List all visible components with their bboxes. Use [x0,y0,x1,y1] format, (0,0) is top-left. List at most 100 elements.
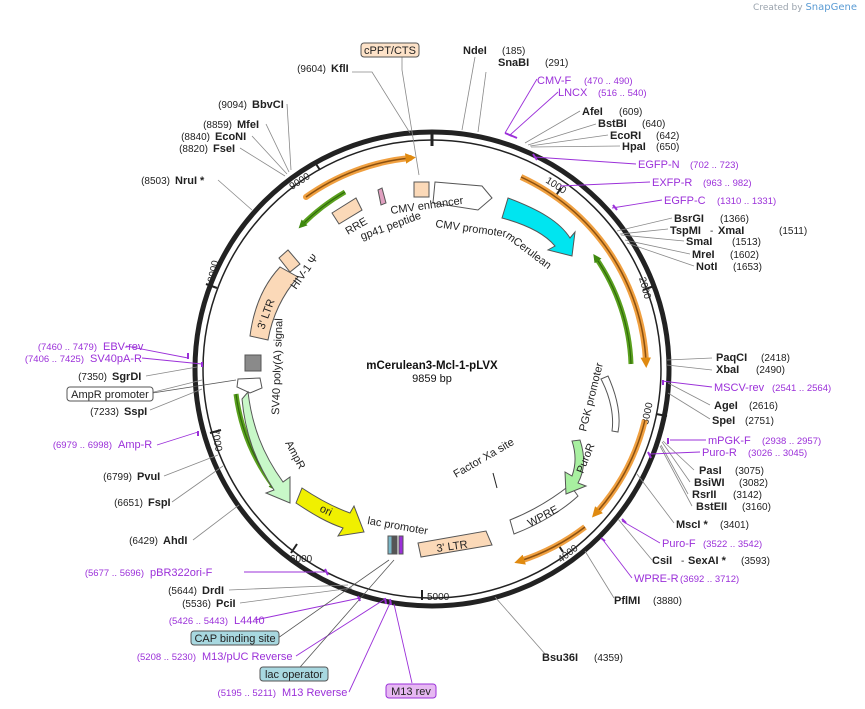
site-name: BbvCI [252,99,284,111]
sites-left: (7350) SgrDI (7233) SspI (6799) PvuI (66… [78,371,235,610]
primer-name: SV40pA-R [90,353,142,365]
primer-range: (2541 .. 2564) [772,383,831,394]
snapgene-logo: SnapGene [805,2,857,13]
cap-site-shape [387,535,393,555]
primer-name: LNCX [558,87,588,99]
primer-name: M13/pUC Reverse [202,651,292,663]
ampr-shape [241,390,291,504]
site-name: AfeI [582,106,603,118]
tick-label: 5000 [427,592,450,603]
primer-range: (3522 .. 3542) [703,539,762,550]
primer-range: (5677 .. 5696) [85,568,144,579]
site-pos: (1513) [732,237,761,248]
site-name: CsiI [652,555,672,567]
site-pos: (8859) [203,120,232,131]
site-pos: (640) [642,119,665,130]
primer-range: (963 .. 982) [703,178,752,189]
primers-right: CMV-F (470 .. 490) LNCX (516 .. 540) EGF… [537,75,831,585]
wpre-shape [509,484,579,535]
site-pos: (3593) [741,556,770,567]
primer-range: (516 .. 540) [598,88,647,99]
site-name: SgrDI [112,371,141,383]
site-pos: (1511) [779,226,807,237]
primer-name: pBR322ori-F [150,567,213,579]
site-name: NotI [696,261,717,273]
tick-label: 8000 [206,259,221,283]
feature-shapes [236,181,620,558]
plasmid-name: mCerulean3-Mcl-1-pLVX [366,360,498,372]
site-name: XbaI [716,364,739,376]
site-pos: (2418) [761,353,790,364]
boxed-labels: cPPT/CTS AmpR promoter CAP binding site … [66,42,437,699]
site-pos: (3401) [720,520,749,531]
primer-range: (5195 .. 5211) [218,688,276,699]
site-name: PflMI [614,595,640,607]
site-name: NdeI [463,45,487,57]
primer-range: (7460 .. 7479) [38,342,97,353]
site-name: TspMI [670,225,701,237]
site-name: RsrII [692,489,716,501]
cmv-enhancer-shape [413,181,430,198]
cmv-enhancer-label: CMV enhancer [390,195,465,217]
primer-range: (3026 .. 3045) [748,448,807,459]
hiv-psi-shape [278,249,301,273]
tick-label: 6000 [290,554,313,565]
site-pos: (8840) [181,132,210,143]
primer-range: (5426 .. 5443) [169,616,228,627]
site-pos: (3082) [739,478,768,489]
cmv-promoter-label: CMV promoter [435,218,508,240]
site-pos: (1653) [733,262,762,273]
primer-name: EGFP-C [664,195,706,207]
primer-name: L4440 [234,615,265,627]
site-pos: (7233) [90,407,119,418]
puror-shape [564,439,588,495]
primer-name: M13 Reverse [282,687,347,699]
primer-range: (702 .. 723) [690,160,739,171]
cppt-label: cPPT/CTS [364,45,416,57]
sites-top-left: (9604) KflI (9094) BbvCI (8859) MfeI (88… [141,63,349,187]
site-name: EcoRI [610,130,641,142]
primer-range: (5208 .. 5230) [137,652,196,663]
primer-name: Amp-R [118,439,152,451]
primer-range: (3692 .. 3712) [680,574,739,585]
cap-site-label: CAP binding site [194,633,275,645]
lac-operator-shape [392,535,398,555]
orf-arc-orange-line [514,526,586,565]
site-pos: (642) [656,131,679,142]
orf-arc-orange [303,155,413,200]
primer-range: (1310 .. 1331) [717,196,776,207]
lac-operator-box [259,666,329,682]
sv40-grey-box [244,354,262,372]
primer-range: (6979 .. 6998) [53,440,112,451]
ltr3-shape [417,530,493,558]
factor-xa-label: Factor Xa site [452,436,517,480]
site-pos: (3160) [742,502,771,513]
site-pos: (185) [502,46,525,57]
snapgene-credit: Created by SnapGene [753,2,857,13]
cap-site-box [190,630,280,646]
tick-label: 9000 [288,171,313,193]
sv40-label: SV40 poly(A) signal [270,318,285,415]
ampr-promoter-box-label: AmpR promoter [71,389,149,401]
site-pos: (5536) [182,599,211,610]
site-name: BstBI [598,118,627,130]
site-pos: (3880) [653,596,682,607]
orf-arc-orange-line [520,176,652,368]
orf-arcs [233,153,652,565]
primer-name: EXFP-R [652,177,692,189]
site-pos: (3075) [735,466,764,477]
rre-shape [331,197,363,225]
ori-shape [295,487,365,537]
site-name: BsiWI [694,477,725,489]
primer-name: EGFP-N [638,159,680,171]
ori-label: ori [318,503,334,519]
factor-xa-mark [492,472,498,489]
site-pos: (9604) [297,64,326,75]
site-pos: (9094) [218,100,247,111]
pgk-promoter-shape [600,375,620,433]
pgk-label: PGK promoter [577,361,606,432]
site-name: MfeI [237,119,259,131]
gp41-shape [377,187,387,206]
boxed-leader-lines [145,379,395,675]
